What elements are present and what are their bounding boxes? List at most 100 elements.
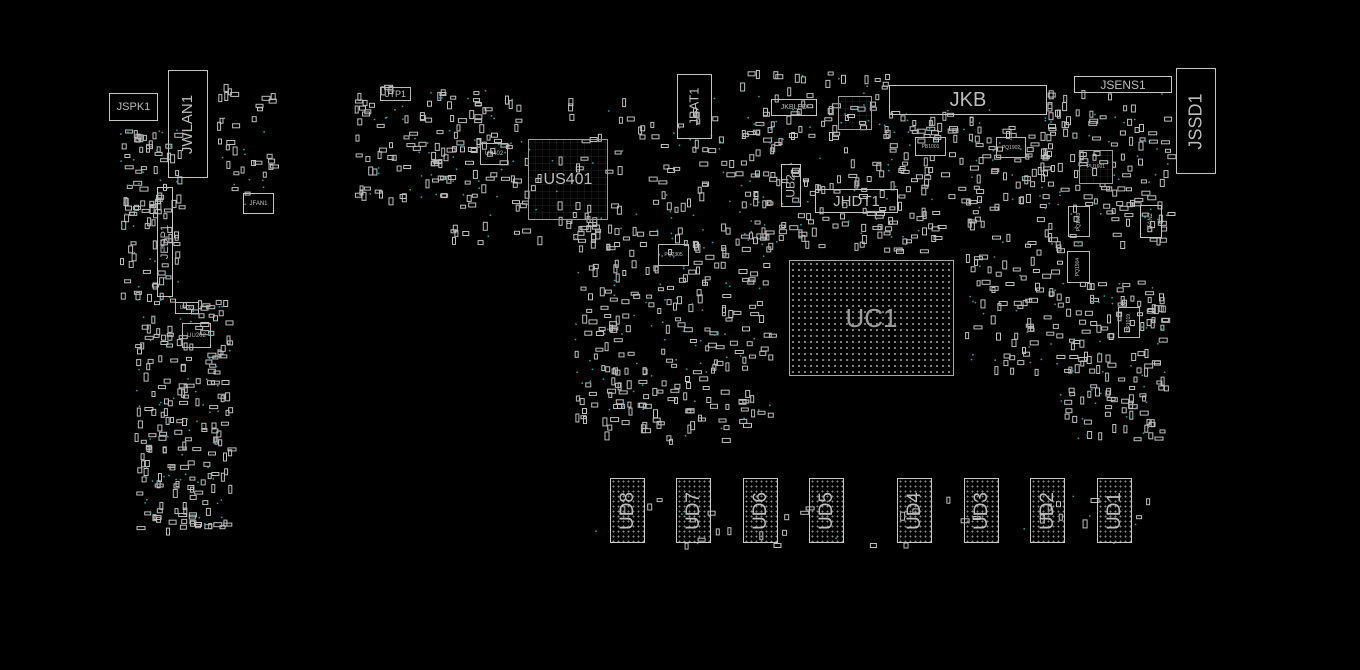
smd-pad (657, 389, 664, 394)
component-pu1601[interactable]: PU1601 (1079, 150, 1113, 184)
component-ud1[interactable]: UD1 (1097, 478, 1132, 543)
component-jtp1[interactable]: JTP1 (380, 87, 411, 101)
smd-pad (663, 164, 670, 170)
smd-pad (1151, 304, 1156, 314)
component-ub2[interactable]: UB2 (781, 164, 801, 207)
component-ud5[interactable]: UD5 (809, 478, 844, 543)
test-point (718, 148, 721, 150)
smd-pad (684, 542, 689, 550)
component-ud7[interactable]: UD7 (676, 478, 711, 543)
component-uu202[interactable]: UU202 (182, 323, 211, 348)
smd-pad (1087, 390, 1092, 398)
test-point (373, 118, 376, 121)
component-u3001[interactable]: U3001 (175, 302, 199, 314)
test-point (166, 345, 169, 348)
component-ud2[interactable]: UD2 (1030, 478, 1065, 543)
component-jfan1[interactable]: JFAN1 (243, 193, 274, 214)
test-point (978, 265, 981, 268)
smd-pad (739, 418, 748, 424)
smd-pad (848, 173, 858, 178)
test-point (149, 438, 152, 440)
test-point (467, 97, 469, 100)
test-point (1040, 358, 1043, 361)
test-point (792, 190, 795, 193)
component-pq1903[interactable]: PQ1903 (1068, 206, 1090, 237)
label-jspk1: JSPK1 (116, 101, 151, 113)
test-point (142, 171, 145, 174)
smd-pad (178, 205, 186, 210)
component-ud3[interactable]: UD3 (964, 478, 999, 543)
component-pr1019[interactable]: PR1019 (1118, 307, 1140, 338)
component-pq1902[interactable]: PQ1902 (996, 137, 1026, 158)
test-point (855, 108, 857, 111)
component-us402[interactable]: US402 (480, 143, 508, 165)
label-jbat1: JBAT1 (687, 87, 702, 126)
smd-pad (224, 92, 229, 101)
smd-pad (696, 289, 702, 297)
component-jkb[interactable]: JKB (889, 85, 1047, 115)
smd-pad (262, 171, 267, 178)
smd-pad (189, 494, 197, 500)
smd-pad (211, 472, 220, 476)
component-ud4[interactable]: UD4 (897, 478, 932, 543)
test-point (172, 397, 175, 400)
smd-pad (139, 186, 149, 192)
component-us401[interactable]: US401 (528, 139, 608, 220)
test-point (1026, 331, 1029, 333)
smd-pad (729, 160, 735, 168)
component-jfan2[interactable]: JFAN2 (1140, 205, 1162, 238)
component-ud8[interactable]: UD8 (610, 478, 645, 543)
test-point (168, 420, 171, 422)
test-point (888, 169, 890, 172)
smd-pad (569, 113, 575, 121)
smd-pad (213, 522, 223, 528)
smd-pad (1040, 131, 1046, 141)
smd-pad (1089, 368, 1096, 374)
smd-pad (827, 108, 833, 115)
smd-pad (156, 328, 161, 336)
test-point (179, 318, 182, 320)
component-uc1-cpu[interactable]: UC1 (789, 260, 954, 376)
smd-pad (674, 397, 678, 405)
test-point (607, 110, 610, 112)
smd-pad (609, 321, 618, 327)
component-pb1001[interactable]: PB1001 (915, 137, 946, 156)
test-point (233, 183, 236, 186)
component-jsens1[interactable]: JSENS1 (1074, 76, 1172, 93)
smd-pad (1066, 116, 1071, 126)
test-point (489, 214, 492, 217)
component-jwlan1[interactable]: JWLAN1 (168, 70, 208, 178)
component-jspk1[interactable]: JSPK1 (109, 93, 158, 121)
smd-pad (156, 480, 161, 489)
component-qfn-chip[interactable] (838, 96, 872, 130)
test-point (656, 229, 659, 232)
smd-pad (1026, 153, 1033, 158)
component-jssd1[interactable]: JSSD1 (1176, 68, 1216, 174)
smd-pad (568, 98, 574, 107)
smd-pad (128, 211, 135, 216)
component-ud6[interactable]: UD6 (743, 478, 778, 543)
smd-pad (885, 74, 891, 80)
smd-pad (1036, 217, 1045, 223)
test-point (635, 362, 638, 365)
test-point (149, 512, 152, 514)
smd-pad (515, 204, 520, 212)
smd-pad (590, 240, 596, 249)
component-jbat1[interactable]: JBAT1 (677, 74, 712, 139)
smd-pad (622, 98, 627, 108)
component-pq1904[interactable]: PQ1904 (1067, 251, 1090, 283)
smd-pad (151, 315, 156, 324)
smd-pad (135, 344, 143, 349)
smd-pad (974, 216, 981, 222)
component-pq2305[interactable]: PQ2305 (658, 244, 689, 266)
smd-pad (1006, 233, 1011, 242)
smd-pad (742, 277, 750, 282)
smd-pad (786, 115, 792, 125)
test-point (621, 150, 624, 152)
smd-pad (776, 179, 781, 187)
smd-pad (651, 134, 660, 140)
component-jedp1[interactable]: JEDP1 (157, 187, 173, 297)
test-point (136, 389, 138, 392)
component-jhdt1[interactable]: JHDT1 (815, 189, 898, 213)
component-jkbled[interactable]: JKBLED (771, 99, 817, 116)
